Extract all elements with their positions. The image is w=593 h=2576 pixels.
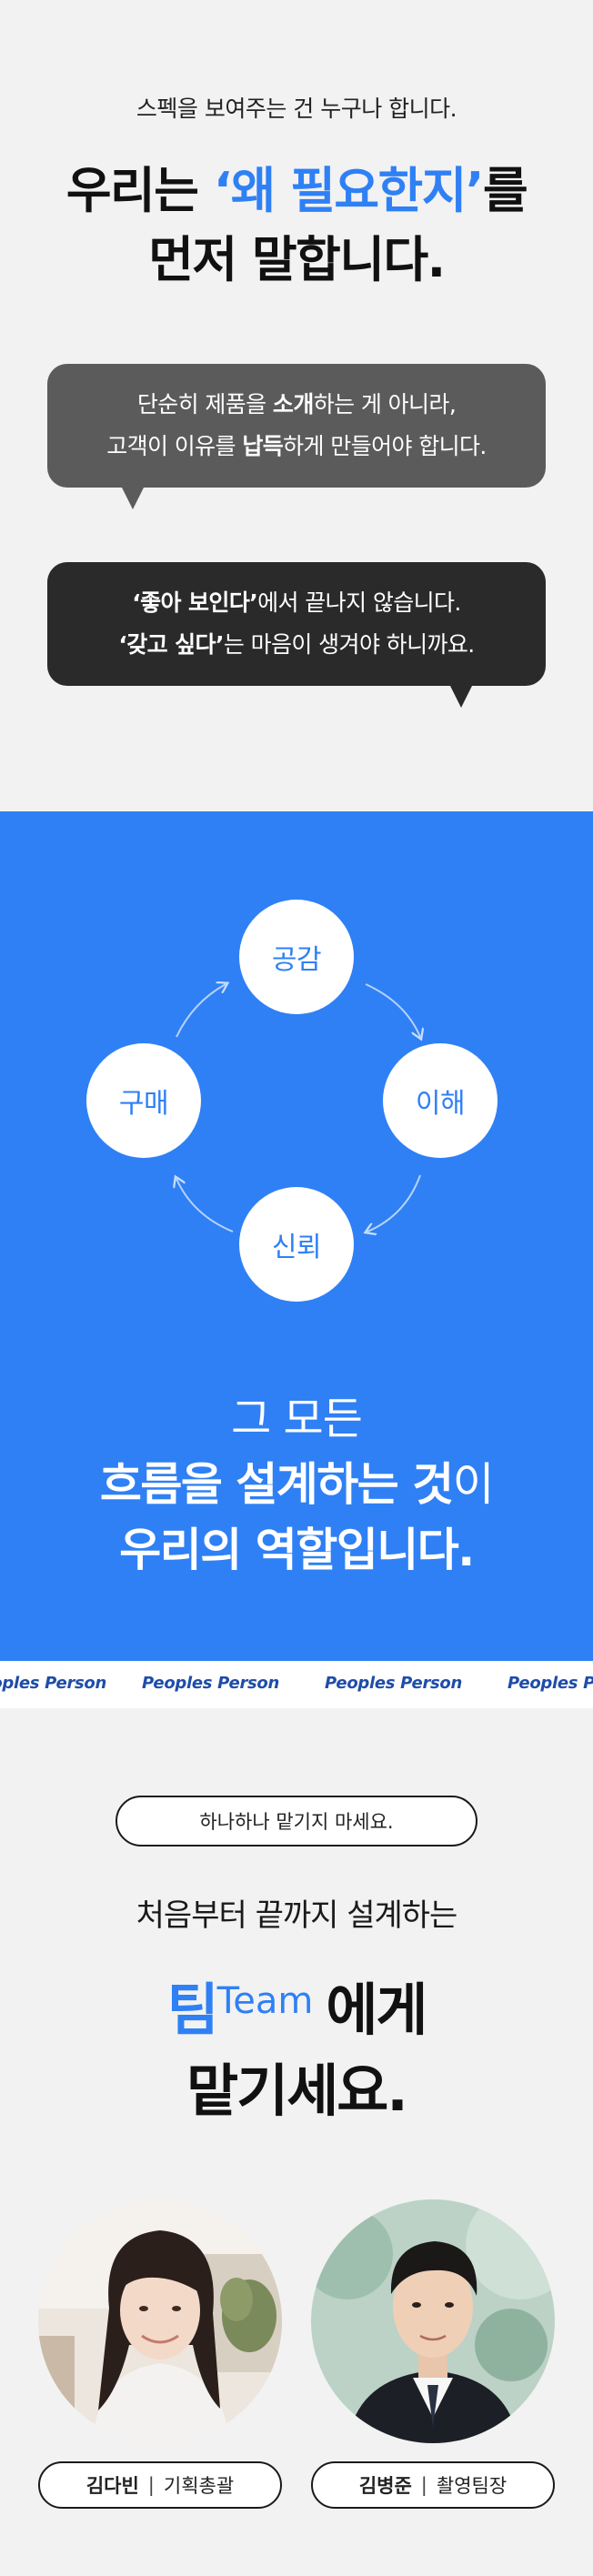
flow-bold: 흐름을 설계하는 것 <box>99 1458 454 1511</box>
member-name: 김다빈 <box>85 2475 139 2497</box>
bubble-text: 에서 끝나지 않습니다. <box>257 589 461 616</box>
marquee-item: Peoples Person <box>325 1674 463 1693</box>
member-role: 기획총괄 <box>163 2475 235 2497</box>
bubble-text: 단순히 제품을 <box>136 391 273 418</box>
arrow-right-bottom <box>367 1174 421 1232</box>
bubble-tail <box>449 684 473 708</box>
bubble-text: 하는 게 아니라, <box>313 391 457 418</box>
bubble-bold: 소개 <box>272 391 314 418</box>
headline-line2: 먼저 말합니다. <box>148 231 446 288</box>
member-name-pill-1: 김다빈 | 기획총괄 <box>38 2461 282 2509</box>
team-section: 하나하나 맡기지 마세요. 처음부터 끝까지 설계하는 팀Team 에게 맡기세요… <box>0 1708 593 2576</box>
flow-line-1: 그 모든 <box>231 1394 363 1444</box>
intro-headline: 우리는 ‘왜 필요한지’를 먼저 말합니다. <box>0 156 593 295</box>
headline-part: 우리는 <box>65 162 214 219</box>
bubble-text: 고객이 이유를 <box>106 433 243 459</box>
brand-marquee: Peoples Person Peoples Person Peoples Pe… <box>0 1661 593 1708</box>
flow-thin: 이 <box>452 1458 495 1511</box>
bubble-text: 는 마음이 생겨야 하니까요. <box>223 631 475 658</box>
headline-part: 에게 <box>326 1977 427 2043</box>
cycle-arrows <box>0 811 593 1321</box>
bubble-tail <box>121 486 145 509</box>
speech-bubble-1: 단순히 제품을 소개하는 게 아니라, 고객이 이유를 납득하게 만들어야 합니… <box>47 364 546 488</box>
member-name: 김병준 <box>358 2475 412 2497</box>
name-separator: | <box>420 2474 427 2496</box>
headline-team-english: Team <box>216 1980 314 2022</box>
flow-line-3: 우리의 역할입니다. <box>119 1524 475 1576</box>
member-role: 촬영팀장 <box>436 2475 508 2497</box>
member-photo-2 <box>311 2199 555 2443</box>
team-headline: 팀Team 에게 <box>0 1965 593 2047</box>
cycle-node-trust: 신뢰 <box>239 1187 354 1302</box>
team-subtitle: 처음부터 끝까지 설계하는 <box>136 1897 458 1934</box>
bubble-bold: 납득 <box>242 433 284 459</box>
marquee-item: Peoples Person <box>142 1674 280 1693</box>
team-headline-line2: 맡기세요. <box>186 2058 408 2124</box>
intro-subtitle: 스펙을 보여주는 건 누구나 합니다. <box>136 96 457 122</box>
arrow-bottom-left <box>176 1179 234 1233</box>
headline-highlight: ‘왜 필요한지’ <box>213 162 485 219</box>
bubble-bold: ‘좋아 보인다’ <box>132 589 258 616</box>
name-separator: | <box>147 2474 155 2496</box>
member-name-pill-2: 김병준 | 촬영팀장 <box>311 2461 555 2509</box>
bubble-bold: ‘갖고 싶다’ <box>118 631 224 658</box>
flow-section: 공감 이해 신뢰 구매 그 모든 흐름을 설계하는 것이 우리의 역할입니다. <box>0 811 593 1661</box>
bubble-text: 하게 만들어야 합니다. <box>283 433 487 459</box>
speech-bubble-2: ‘좋아 보인다’에서 끝나지 않습니다. ‘갖고 싶다’는 마음이 생겨야 하니… <box>47 562 546 686</box>
marquee-item: Peoples Person <box>0 1674 107 1693</box>
headline-part: 를 <box>482 162 528 219</box>
cycle-node-empathy: 공감 <box>239 900 354 1014</box>
intro-section: 스펙을 보여주는 건 누구나 합니다. 우리는 ‘왜 필요한지’를 먼저 말합니… <box>0 0 593 811</box>
arrow-left-top <box>176 984 226 1038</box>
flow-line-2: 흐름을 설계하는 것이 <box>0 1448 593 1514</box>
member-photo-1 <box>38 2199 282 2443</box>
headline-team-korean: 팀 <box>166 1977 219 2043</box>
cycle-node-purchase: 구매 <box>86 1043 201 1158</box>
tagline-pill: 하나하나 맡기지 마세요. <box>116 1796 477 1846</box>
arrow-top-right <box>365 983 420 1037</box>
marquee-item: Peoples Person <box>508 1674 593 1693</box>
cycle-node-understanding: 이해 <box>383 1043 498 1158</box>
